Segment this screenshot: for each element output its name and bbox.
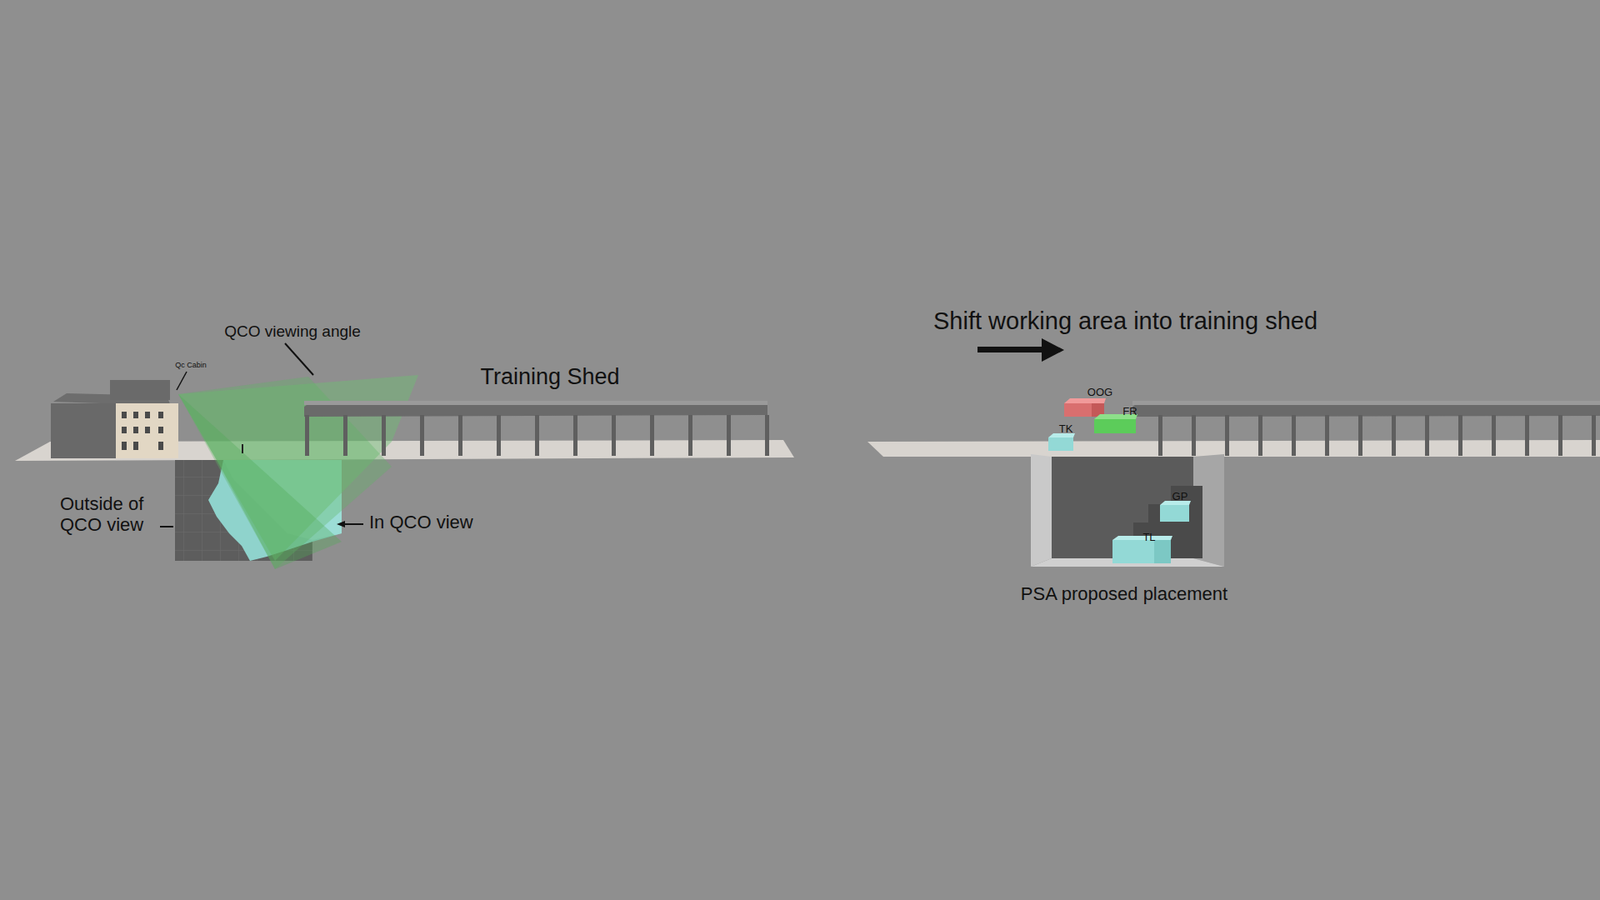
shed-column [496,415,501,456]
container-label: TK [1059,423,1074,436]
shed-column [1291,415,1296,456]
shed-column [381,415,386,456]
leader-line [343,523,364,525]
shed-column [343,415,348,456]
building-front [115,403,179,459]
shift-arrow [977,338,1065,362]
shed-columns [305,415,770,456]
shed-column [1191,415,1196,456]
shed-roof [1132,400,1600,417]
container-gp [1160,500,1191,522]
shed-column [1258,415,1263,456]
shed-column [650,415,655,456]
ground [867,440,1600,457]
container-oog [1064,398,1106,417]
container-tk [1048,433,1075,451]
container-label: OOG [1087,386,1113,400]
shed-column [1225,415,1230,456]
leader-line [285,343,314,375]
shed-column [688,415,693,456]
shed-columns [1158,415,1596,456]
shed-column [1391,415,1396,456]
shed-column [305,415,310,456]
shed-column [726,415,731,456]
container-label: FR [1122,405,1137,419]
shed-column [1158,415,1163,456]
pit [1030,454,1052,567]
heading-label: Shift working area into training shed [933,307,1318,335]
container-label: TL [1142,531,1155,545]
callout-label: In QCO view [369,511,474,533]
area-label: Training Shed [480,364,620,390]
shed-column [1425,415,1430,456]
qc-cabin [110,380,170,400]
leader-line [176,371,187,390]
shed-column [611,415,616,456]
shed-column [535,415,540,456]
shed-column [1591,415,1596,456]
shed-column [1558,415,1563,456]
shed-column [1325,415,1330,456]
callout-label: QCO viewing angle [224,322,361,341]
shed-roof [304,400,768,417]
callout-label: Qc Cabin [175,360,207,370]
container-label: GP [1172,490,1189,504]
shed-column [420,415,425,456]
qco-viewing-angle [178,394,342,570]
caption-label: PSA proposed placement [1020,583,1228,605]
shed-column [1358,415,1363,456]
leader-line [160,525,174,528]
container-tl [1112,535,1173,564]
shed-column [1491,415,1496,456]
callout-label: Outside of QCO view [60,493,165,536]
building-side [50,403,116,459]
shed-column [573,415,578,456]
windows [121,411,164,450]
shed-column [1458,415,1463,456]
shed-column [765,415,770,456]
shed-column [1525,415,1530,456]
shed-column [458,415,463,456]
